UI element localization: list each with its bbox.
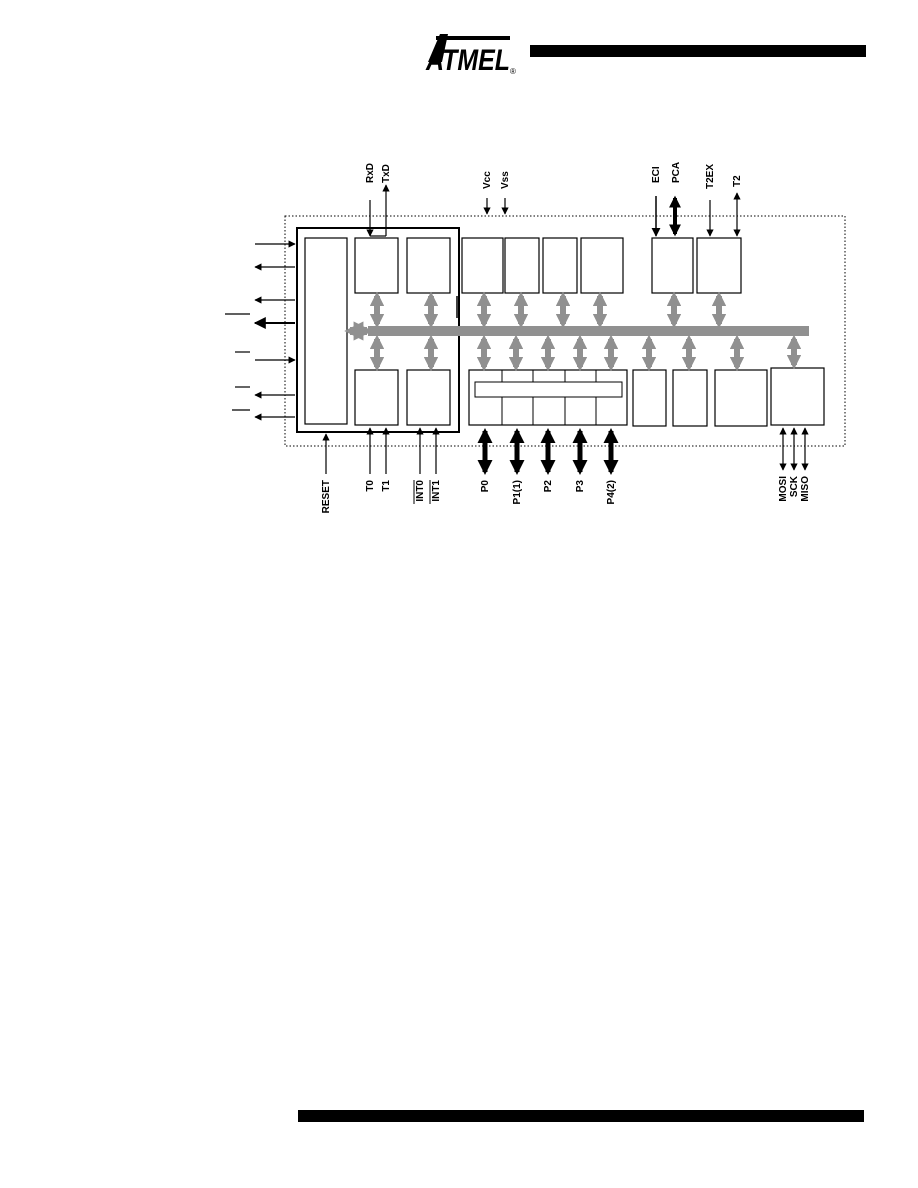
eci-label: ECI xyxy=(651,166,662,183)
uart-block xyxy=(354,237,399,294)
port-arrows xyxy=(477,428,619,475)
reset-label: RESET xyxy=(321,480,332,513)
t2ex-label: T2EX xyxy=(705,164,716,189)
pca-label: PCA xyxy=(671,162,682,183)
p0-label: P0 xyxy=(480,480,491,493)
atmel-logo-graphic: ATMEL ® xyxy=(425,34,516,76)
int0-label: INT0 xyxy=(415,480,426,502)
top-signal-arrows xyxy=(366,184,741,237)
emulation-block xyxy=(714,369,768,427)
lower-bus-connectors xyxy=(369,334,802,372)
left-signals xyxy=(225,240,296,421)
flash-block xyxy=(461,237,504,294)
t1-label: T1 xyxy=(381,480,392,492)
spi-block xyxy=(770,367,825,426)
registered-mark: ® xyxy=(510,67,516,76)
watchdog-block xyxy=(632,369,667,427)
vss-label: Vss xyxy=(500,171,511,189)
xram-block xyxy=(542,237,578,294)
logo-text: ATMEL xyxy=(425,44,510,76)
interrupt-block xyxy=(406,369,451,426)
p1-label: P1(1) xyxy=(512,480,523,504)
p3-label: P3 xyxy=(575,480,586,493)
t0-label: T0 xyxy=(365,480,376,492)
port-buffer xyxy=(474,381,623,398)
timer0-block xyxy=(354,369,399,426)
cpu-block xyxy=(304,237,348,425)
footer-rule xyxy=(298,1110,864,1122)
chip-boundary xyxy=(284,215,846,447)
atmel-logo: ATMEL ® xyxy=(420,28,520,76)
pca-block xyxy=(651,237,694,294)
sck-label: SCK xyxy=(789,475,800,497)
keyboard-block xyxy=(672,369,708,427)
eeprom-block xyxy=(504,237,540,294)
t2-label: T2 xyxy=(732,175,743,187)
rxd-label: RxD xyxy=(365,163,376,183)
txd-label: TxD xyxy=(381,164,392,183)
p2-label: P2 xyxy=(543,480,554,493)
boot-block xyxy=(580,237,624,294)
upper-bus-connectors xyxy=(369,291,727,329)
timer2-block xyxy=(696,237,742,294)
vcc-label: Vcc xyxy=(482,171,493,189)
miso-label: MISO xyxy=(800,476,811,502)
ram-block xyxy=(406,237,451,294)
header-rule xyxy=(530,45,866,57)
bottom-signal-arrows xyxy=(322,427,809,474)
mosi-label: MOSI xyxy=(778,476,789,502)
int1-label: INT1 xyxy=(431,480,442,502)
internal-bus xyxy=(368,326,809,336)
p4-label: P4(2) xyxy=(606,480,617,504)
